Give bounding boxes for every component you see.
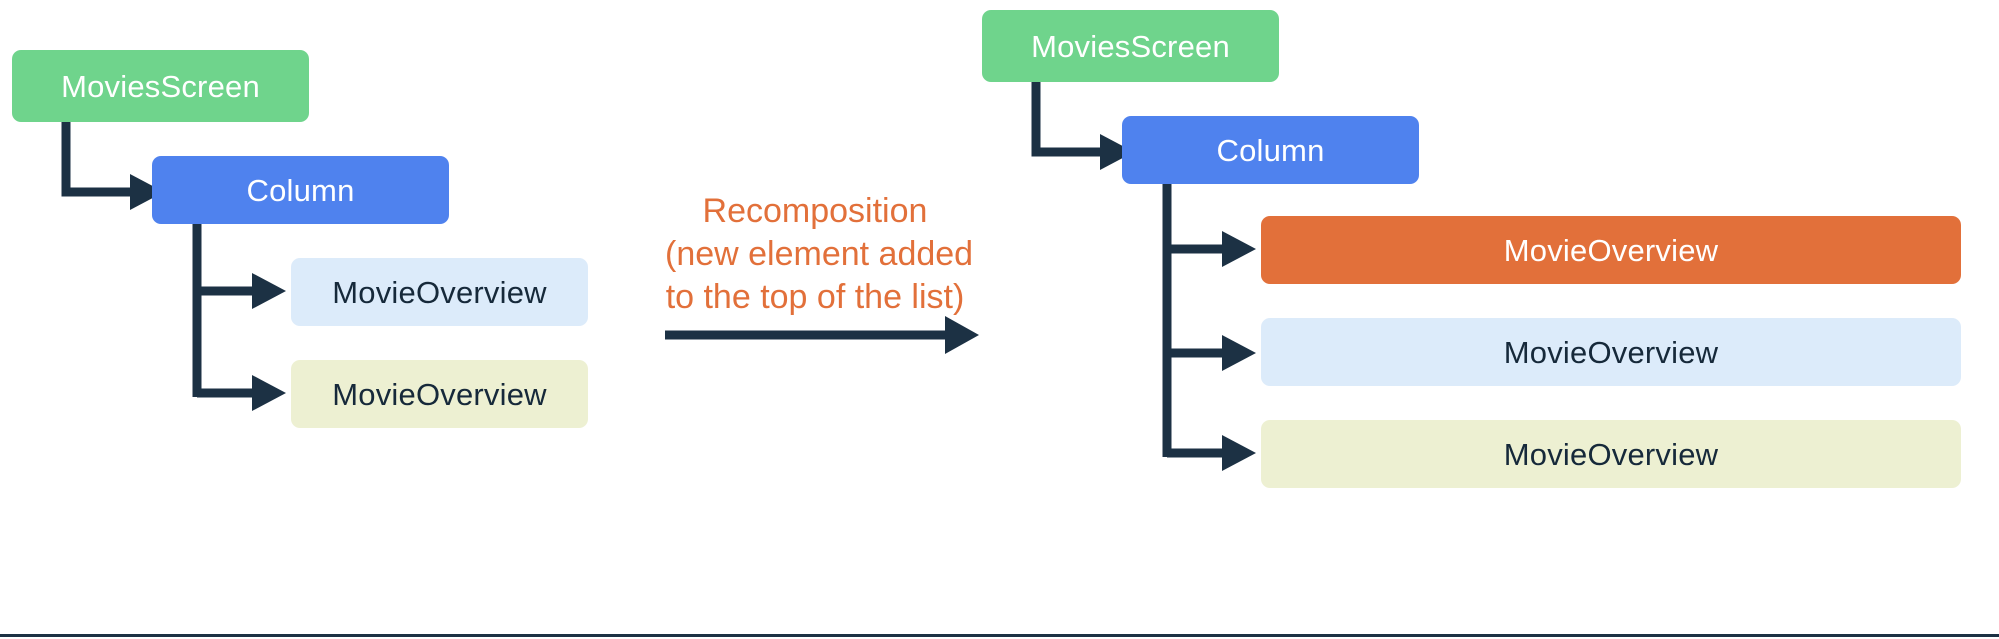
after-node-movie-overview-new[interactable]: MovieOverview [1261, 216, 1961, 284]
right-arrow-icon [665, 316, 979, 354]
elbow-arrow-icon [61, 122, 164, 210]
after-column-label: Column [1216, 132, 1325, 168]
after-connector-column-to-children [1162, 184, 1262, 479]
bottom-divider [0, 634, 1999, 637]
before-movie-overview-1-label: MovieOverview [332, 274, 547, 310]
before-node-movie-overview-2[interactable]: MovieOverview [291, 360, 588, 428]
before-movie-overview-2-label: MovieOverview [332, 376, 547, 412]
after-node-movies-screen[interactable]: MoviesScreen [982, 10, 1279, 82]
caption-line-2: (new element added [665, 235, 974, 274]
before-connector-screen-to-column [60, 122, 165, 212]
branch-arrows-icon [192, 224, 286, 411]
before-movies-screen-label: MoviesScreen [61, 68, 260, 104]
before-connector-column-to-children [192, 224, 292, 419]
after-node-column[interactable]: Column [1122, 116, 1419, 184]
recomposition-caption: Recomposition (new element added to the … [665, 190, 974, 320]
before-node-movie-overview-1[interactable]: MovieOverview [291, 258, 588, 326]
after-movies-screen-label: MoviesScreen [1031, 28, 1230, 64]
before-node-movies-screen[interactable]: MoviesScreen [12, 50, 309, 122]
after-node-movie-overview-2[interactable]: MovieOverview [1261, 318, 1961, 386]
caption-line-3: to the top of the list) [665, 278, 965, 317]
elbow-arrow-icon [1031, 82, 1134, 170]
after-node-movie-overview-3[interactable]: MovieOverview [1261, 420, 1961, 488]
recomposition-arrow [665, 305, 980, 365]
before-node-column[interactable]: Column [152, 156, 449, 224]
before-column-label: Column [246, 172, 355, 208]
after-movie-overview-2-label: MovieOverview [1503, 334, 1719, 370]
caption-line-1: Recomposition [702, 192, 928, 230]
branch-arrows-icon [1162, 184, 1256, 471]
after-movie-overview-1-label: MovieOverview [1503, 232, 1719, 268]
after-connector-screen-to-column [1030, 82, 1135, 172]
after-movie-overview-3-label: MovieOverview [1503, 436, 1719, 472]
